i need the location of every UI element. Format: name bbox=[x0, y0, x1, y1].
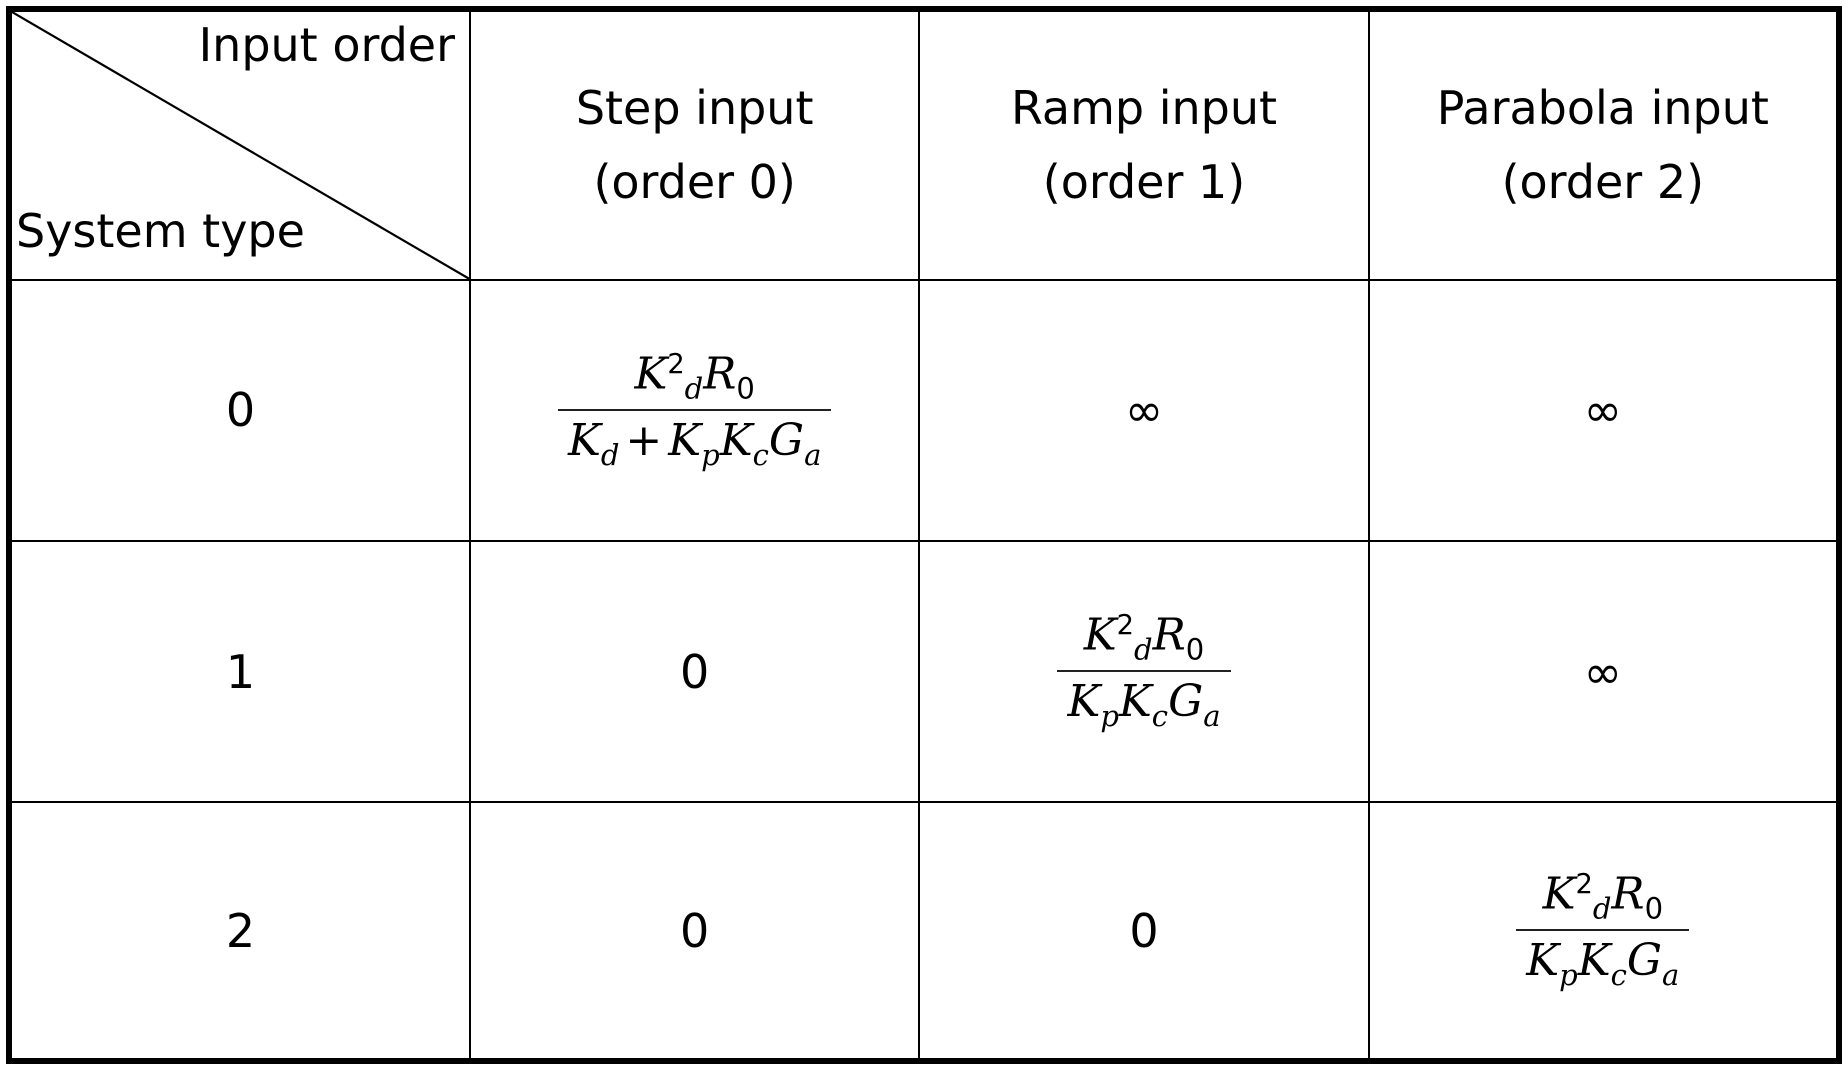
infinity-symbol: ∞ bbox=[1124, 383, 1164, 438]
row-header-system-type-0: 0 bbox=[8, 278, 471, 542]
cell-type2-step: 0 bbox=[468, 801, 921, 1062]
cell-type2-parabola: K2dR0 KpKcGa bbox=[1367, 801, 1841, 1062]
fraction-bar bbox=[1057, 669, 1231, 672]
infinity-symbol: ∞ bbox=[1583, 644, 1622, 699]
zero-value: 0 bbox=[680, 644, 710, 699]
column-header-parabola-input: Parabola input (order 2) bbox=[1367, 8, 1841, 281]
steady-state-error-table: Input order System type Step input (orde… bbox=[6, 6, 1842, 1064]
column-header-ramp-input: Ramp input (order 1) bbox=[918, 8, 1370, 281]
fraction-denominator: Kd+KpKcGa bbox=[567, 414, 822, 472]
column-header-ramp-input-title: Ramp input bbox=[1010, 80, 1278, 135]
table-row: 1 0 K2dR0 KpKcGa bbox=[8, 539, 1841, 804]
fraction-numerator: K2dR0 bbox=[1542, 868, 1664, 926]
cell-type0-step: K2dR0 Kd+KpKcGa bbox=[468, 278, 921, 542]
system-type-value: 1 bbox=[225, 644, 256, 699]
fraction-denominator: KpKcGa bbox=[1067, 675, 1221, 733]
row-header-system-type-1: 1 bbox=[8, 539, 471, 804]
column-header-step-input-title: Step input bbox=[575, 80, 814, 135]
table-row: 2 0 0 K2dR0 KpKcGa bbox=[8, 801, 1841, 1062]
fraction-kd2r0-over-kpkcga: K2dR0 KpKcGa bbox=[1057, 609, 1231, 733]
cell-type0-parabola: ∞ bbox=[1367, 278, 1841, 542]
cell-type1-step: 0 bbox=[468, 539, 921, 804]
corner-header-cell: Input order System type bbox=[8, 8, 471, 281]
column-header-step-input: Step input (order 0) bbox=[468, 8, 921, 281]
table-row: 0 K2dR0 Kd+KpKcGa ∞ bbox=[8, 278, 1841, 542]
column-header-ramp-input-subtitle: (order 1) bbox=[1042, 155, 1246, 210]
zero-value: 0 bbox=[1129, 903, 1159, 958]
column-header-step-input-subtitle: (order 0) bbox=[593, 155, 796, 210]
diagonal-divider-icon bbox=[12, 12, 469, 279]
fraction-bar bbox=[557, 408, 832, 411]
cell-type0-ramp: ∞ bbox=[918, 278, 1370, 542]
cell-type1-parabola: ∞ bbox=[1367, 539, 1841, 804]
system-type-value: 2 bbox=[225, 903, 256, 958]
row-header-system-type-2: 2 bbox=[8, 801, 471, 1062]
fraction-kd2r0-over-kpkcga: K2dR0 KpKcGa bbox=[1516, 868, 1690, 992]
corner-input-order-label: Input order bbox=[198, 18, 455, 72]
column-header-parabola-input-title: Parabola input bbox=[1436, 80, 1769, 135]
fraction-numerator: K2dR0 bbox=[1083, 609, 1205, 667]
infinity-symbol: ∞ bbox=[1583, 383, 1622, 438]
fraction-numerator: K2dR0 bbox=[634, 348, 755, 406]
cell-type1-ramp: K2dR0 KpKcGa bbox=[918, 539, 1370, 804]
fraction-denominator: KpKcGa bbox=[1526, 934, 1680, 992]
fraction-kd2r0-over-kd-plus-kpkcga: K2dR0 Kd+KpKcGa bbox=[557, 348, 832, 472]
fraction-bar bbox=[1516, 928, 1690, 931]
system-type-value: 0 bbox=[225, 383, 256, 438]
column-header-parabola-input-subtitle: (order 2) bbox=[1501, 155, 1705, 210]
cell-type2-ramp: 0 bbox=[918, 801, 1370, 1062]
zero-value: 0 bbox=[680, 903, 710, 958]
table-header-row: Input order System type Step input (orde… bbox=[8, 8, 1841, 281]
corner-system-type-label: System type bbox=[16, 204, 305, 259]
